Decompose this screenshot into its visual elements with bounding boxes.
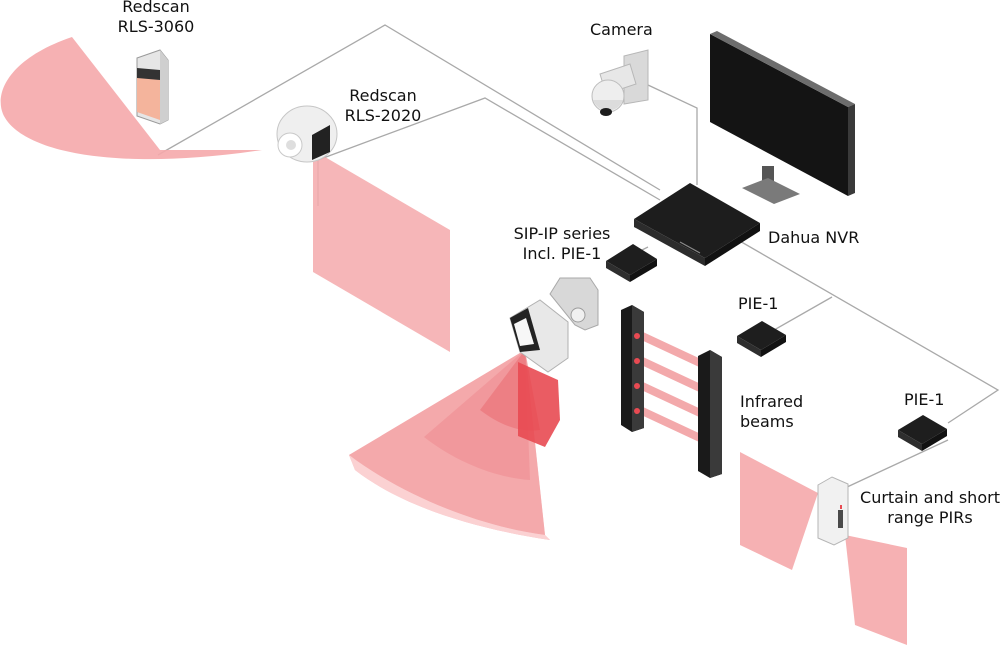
label-rls3060: Redscan RLS-3060 (106, 0, 206, 37)
camera-device (591, 49, 649, 116)
rls3060-device (136, 49, 169, 125)
rls2020-device (276, 105, 338, 163)
label-nvr: Dahua NVR (768, 228, 860, 247)
label-rls2020: Redscan RLS-2020 (333, 86, 433, 126)
label-rls3060-line2: RLS-3060 (117, 17, 195, 36)
label-infrared-line1: Infrared (740, 392, 804, 411)
beam-rays (636, 331, 704, 442)
sip-detection-fan (349, 350, 560, 540)
label-sip-line1: SIP-IP series (513, 224, 611, 243)
sip-ip-sensor (509, 277, 599, 373)
label-infrared-line2: beams (740, 412, 794, 431)
monitor-device (710, 31, 855, 204)
rls3060-detection-zone (0, 37, 263, 160)
label-pie1-mid: PIE-1 (738, 294, 779, 313)
pir-curtain-zone-right (845, 535, 907, 645)
label-rls2020-line2: RLS-2020 (344, 106, 422, 125)
wire-rls3060 (157, 24, 661, 191)
sip-pie1-box (606, 244, 657, 282)
infrared-beams (621, 305, 722, 478)
label-rls3060-line1: Redscan (122, 0, 190, 16)
label-pirs-line1: Curtain and short (860, 488, 1000, 507)
wire-pie1-right-bus (737, 239, 1000, 424)
wire-pir (844, 439, 949, 489)
pir-device (817, 476, 849, 546)
pie1-right-box (898, 415, 947, 451)
pir-curtain-zone-left (740, 452, 818, 570)
label-pie1-right: PIE-1 (904, 390, 945, 409)
label-sip: SIP-IP series Incl. PIE-1 (497, 224, 627, 264)
nvr-device (634, 183, 760, 266)
label-sip-line2: Incl. PIE-1 (522, 244, 602, 263)
label-infrared: Infrared beams (740, 392, 803, 432)
label-rls2020-line1: Redscan (349, 86, 417, 105)
pie1-mid-box (737, 321, 786, 357)
rls2020-detection-zone (313, 150, 450, 352)
label-pirs-line2: range PIRs (887, 508, 973, 527)
label-camera: Camera (590, 20, 653, 39)
wire-camera (647, 84, 698, 185)
label-pirs: Curtain and short range PIRs (860, 488, 1000, 528)
